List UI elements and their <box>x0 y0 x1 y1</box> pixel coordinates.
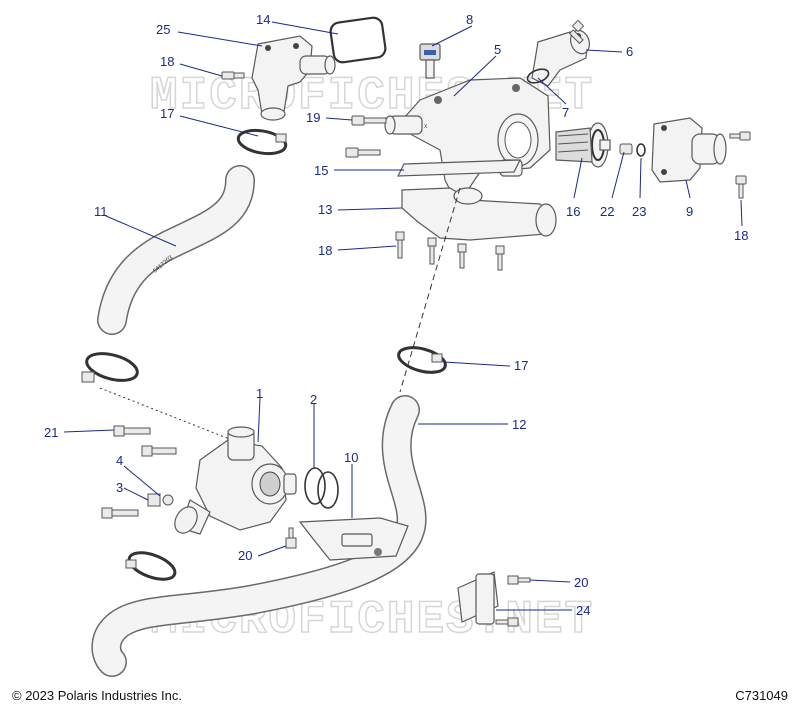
callout-18: 18 <box>160 54 174 69</box>
callout-labels: 25 14 8 5 6 18 7 17 19 15 16 22 23 9 18 … <box>44 12 748 618</box>
bolt-21 <box>113 425 125 437</box>
washer-4 <box>162 494 174 506</box>
bolt-18-mid-d <box>495 245 505 255</box>
callout-11: 11 <box>94 204 108 219</box>
bolt-3 <box>147 493 161 507</box>
bolt-18-mid-a <box>395 231 405 241</box>
part-5-thermostat-housing: X <box>384 77 551 201</box>
callout-22: 22 <box>600 204 614 219</box>
bolt-18-mid-c <box>457 243 467 253</box>
callout-12: 12 <box>512 417 526 432</box>
bolt-19 <box>351 115 365 126</box>
callout-5: 5 <box>494 42 501 57</box>
part-8-temp-sensor <box>419 43 441 79</box>
part-10-heat-shield <box>298 517 409 561</box>
part-12-lower-hose <box>91 395 427 677</box>
bolt-20-b <box>507 575 519 585</box>
callout-8: 8 <box>466 12 473 27</box>
alignment-line <box>399 187 461 393</box>
callout-19: 19 <box>306 110 320 125</box>
part-24-hose-bracket <box>457 571 499 625</box>
callout-7: 7 <box>562 105 569 120</box>
callout-23: 23 <box>632 204 646 219</box>
bolt-20-a <box>285 537 297 549</box>
callout-2: 2 <box>310 392 317 407</box>
callout-17: 17 <box>160 106 174 121</box>
bolt-18-right <box>735 175 747 185</box>
bolt-15-a <box>345 147 359 158</box>
callout-9: 9 <box>686 204 693 219</box>
diagram-code: C731049 <box>735 688 788 703</box>
part-23-washer <box>636 143 646 157</box>
callout-16: 16 <box>566 204 580 219</box>
callout-20-left: 20 <box>238 548 252 563</box>
part-14-gasket <box>329 16 387 64</box>
callout-18-right: 18 <box>734 228 748 243</box>
callout-10: 10 <box>344 450 358 465</box>
part-7-o-ring <box>526 68 550 84</box>
part-25-outlet-housing <box>251 35 336 121</box>
part-16-thermostat <box>555 122 611 168</box>
part-22-nut <box>619 143 633 155</box>
part-2-o-rings <box>304 467 339 509</box>
callout-20-right: 20 <box>574 575 588 590</box>
bolt-group-bottom <box>101 425 531 627</box>
bolt-18-mid-b <box>427 237 437 247</box>
part-13-crossover-pipe <box>401 187 557 241</box>
part-9-thermostat-cover <box>651 117 727 183</box>
svg-text:X: X <box>424 124 428 130</box>
bolt-9-upper <box>739 131 751 141</box>
part-17-hose-clamp-bottom <box>125 551 177 581</box>
part-17-hose-clamp-left <box>81 352 139 383</box>
part-17-hose-clamp-right <box>397 346 447 374</box>
callout-4: 4 <box>116 453 123 468</box>
callout-24: 24 <box>576 603 590 618</box>
callout-15: 15 <box>314 163 328 178</box>
callout-17-right: 17 <box>514 358 528 373</box>
callout-3: 3 <box>116 480 123 495</box>
copyright-notice: © 2023 Polaris Industries Inc. <box>12 688 182 703</box>
bolt-18-top <box>221 71 235 80</box>
callout-1: 1 <box>256 386 263 401</box>
callout-18-mid: 18 <box>318 243 332 258</box>
callout-14: 14 <box>256 12 270 27</box>
bolt-6 <box>572 20 584 32</box>
part-11-upper-hose: 5417203 <box>97 165 255 335</box>
bolt-pump-b <box>101 507 113 519</box>
part-1-water-pump <box>174 426 297 535</box>
callout-6: 6 <box>626 44 633 59</box>
bolt-pump-a <box>141 445 153 457</box>
callout-21: 21 <box>44 425 58 440</box>
leader-lines <box>63 21 743 611</box>
callout-13: 13 <box>318 202 332 217</box>
part-17-hose-clamp-upper <box>236 128 288 156</box>
part-15-housing-gasket <box>397 159 521 177</box>
alignment-line-dotted <box>99 387 233 441</box>
bolt-24 <box>507 617 519 627</box>
bolt-group-top <box>221 20 751 271</box>
callout-25: 25 <box>156 22 170 37</box>
